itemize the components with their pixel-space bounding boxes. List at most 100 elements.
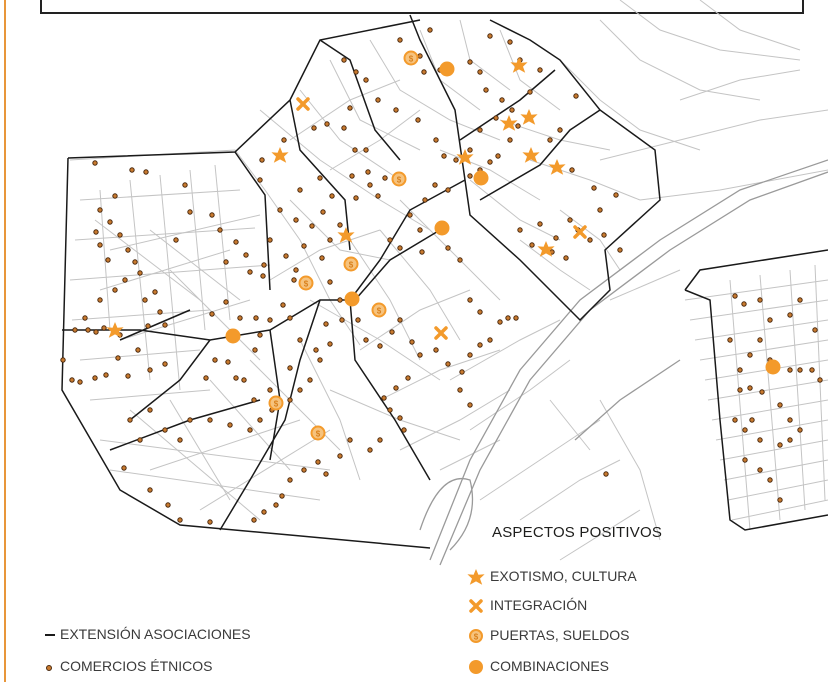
svg-text:$: $ <box>397 176 402 185</box>
shop-dot <box>251 397 257 403</box>
left-margin-rule <box>4 0 6 682</box>
shop-dot <box>115 355 121 361</box>
shop-dot <box>223 259 229 265</box>
shop-dot <box>441 153 447 159</box>
shop-dot <box>467 352 473 358</box>
shop-dot <box>515 123 521 129</box>
shop-dot <box>737 367 743 373</box>
shop-dot <box>217 227 223 233</box>
shop-dot <box>237 315 243 321</box>
shop-dot <box>203 375 209 381</box>
shop-dot <box>603 471 609 477</box>
shop-dot <box>617 247 623 253</box>
shop-dot <box>311 125 317 131</box>
shop-dot <box>267 387 273 393</box>
shop-dot <box>112 193 118 199</box>
shop-dot <box>283 253 289 259</box>
shop-dot <box>505 315 511 321</box>
association-boundaries <box>61 14 828 549</box>
shop-dot <box>432 182 438 188</box>
shop-dot <box>101 325 107 331</box>
shop-dot <box>517 227 523 233</box>
shop-dot <box>317 357 323 363</box>
small-dot-icon <box>46 665 52 671</box>
culture-star-marker <box>520 109 538 125</box>
shop-dot <box>445 361 451 367</box>
shop-dot <box>297 387 303 393</box>
shop-dot <box>573 93 579 99</box>
shop-dot <box>797 367 803 373</box>
culture-star-marker <box>337 227 355 243</box>
shop-dot <box>173 237 179 243</box>
star-icon <box>467 569 485 585</box>
shop-dot <box>329 193 335 199</box>
shop-dot <box>162 427 168 433</box>
shop-dot <box>397 415 403 421</box>
shop-dot <box>742 427 748 433</box>
shop-dot <box>257 177 263 183</box>
shop-dot <box>147 487 153 493</box>
shop-dot <box>209 311 215 317</box>
shop-dot <box>77 379 83 385</box>
shop-dot <box>363 147 369 153</box>
shop-dot <box>747 352 753 358</box>
legend-item-combinaciones: COMBINACIONES <box>490 658 609 674</box>
shop-dot <box>787 312 793 318</box>
shop-dot <box>757 467 763 473</box>
shop-dot <box>601 232 607 238</box>
shop-dot <box>323 321 329 327</box>
shop-dot <box>320 209 326 215</box>
shop-dot <box>253 315 259 321</box>
shop-dot <box>499 97 505 103</box>
shop-dot <box>297 337 303 343</box>
shop-dot <box>477 309 483 315</box>
shop-dot <box>259 157 265 163</box>
shop-dot <box>233 239 239 245</box>
shop-dot <box>261 262 267 268</box>
shop-dot <box>105 257 111 263</box>
legend-item-label: INTEGRACIÓN <box>490 597 588 613</box>
shop-dot <box>69 377 75 383</box>
shop-dot <box>315 459 321 465</box>
shop-dot <box>72 327 78 333</box>
shop-dot <box>375 97 381 103</box>
shop-dot <box>353 195 359 201</box>
shop-dot <box>307 377 313 383</box>
shop-dot <box>777 442 783 448</box>
shop-dot <box>397 317 403 323</box>
shop-dot <box>407 212 413 218</box>
legend-item-label: EXTENSIÓN ASOCIACIONES <box>60 626 251 642</box>
shop-dot <box>377 343 383 349</box>
shop-dot <box>97 297 103 303</box>
shop-dot <box>547 137 553 143</box>
wages-coin-marker: $ <box>391 171 407 187</box>
shop-dot <box>162 322 168 328</box>
shop-dot <box>327 341 333 347</box>
shop-dot <box>293 267 299 273</box>
shop-dot <box>495 153 501 159</box>
svg-text:$: $ <box>474 633 479 642</box>
shop-dot <box>727 337 733 343</box>
shop-dot <box>143 169 149 175</box>
shop-dot <box>567 217 573 223</box>
shop-dot <box>732 293 738 299</box>
shop-dot <box>125 247 131 253</box>
shop-dot <box>453 157 459 163</box>
shop-dot <box>257 332 263 338</box>
shop-dot <box>177 517 183 523</box>
shop-dot <box>187 209 193 215</box>
shop-dot <box>767 317 773 323</box>
shop-dot <box>433 347 439 353</box>
shop-dot <box>137 270 143 276</box>
combination-dot-marker <box>225 328 241 344</box>
shop-dot <box>375 193 381 199</box>
shop-dot <box>363 337 369 343</box>
shop-dot <box>112 287 118 293</box>
shop-dot <box>381 395 387 401</box>
shop-dot <box>297 187 303 193</box>
shop-dot <box>467 173 473 179</box>
shop-dot <box>247 269 253 275</box>
shop-dot <box>182 182 188 188</box>
shop-dot <box>309 223 315 229</box>
